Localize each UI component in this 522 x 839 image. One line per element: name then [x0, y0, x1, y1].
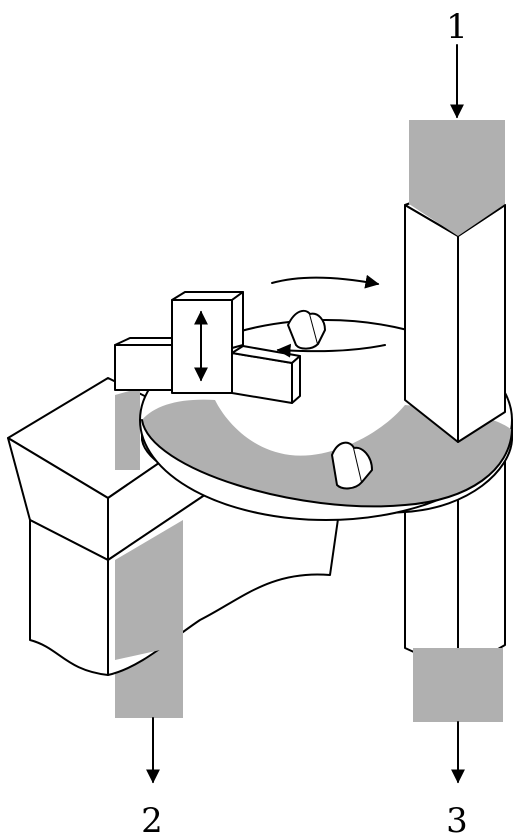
label-output-right: 3: [446, 801, 468, 839]
rotation-arrow-top: [272, 277, 378, 284]
label-output-left: 2: [141, 801, 163, 839]
input-chute: [405, 120, 505, 442]
output-stream-right-lower: [413, 648, 503, 722]
label-input: 1: [446, 7, 468, 47]
